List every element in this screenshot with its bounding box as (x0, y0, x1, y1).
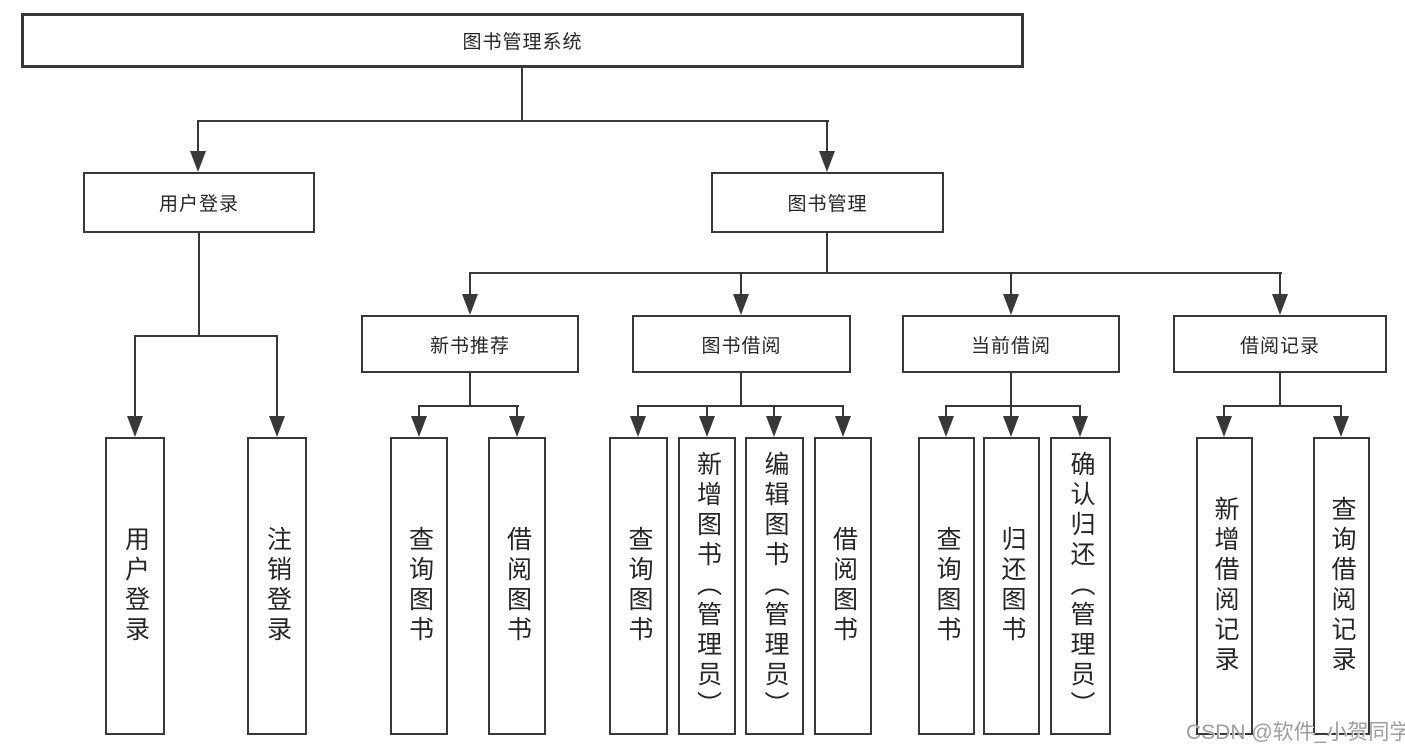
leaf-label: 注销登录 (263, 526, 292, 646)
arrow-down-icon (630, 416, 646, 437)
arrow-down-icon (1072, 416, 1088, 437)
connector-vertical (945, 405, 947, 419)
leaf-user-login: 用户登录 (105, 437, 165, 735)
leaf-query-books-2: 查询图书 (609, 437, 668, 735)
connector-horizontal (637, 405, 844, 407)
arrow-down-icon (819, 151, 835, 172)
connector-vertical (1079, 405, 1081, 419)
watermark-text: CSDN @软件_小贺同学 (1186, 721, 1405, 744)
connector-horizontal (469, 272, 1282, 274)
leaf-borrow-books-2: 借阅图书 (814, 437, 872, 735)
connector-vertical (1340, 405, 1342, 419)
leaf-label: 新增图书（管理员） (693, 451, 722, 721)
node-label: 当前借阅 (970, 335, 1051, 357)
node-book-borrowing: 图书借阅 (632, 315, 851, 373)
leaf-return-books: 归还图书 (983, 437, 1040, 735)
connector-horizontal (945, 405, 1081, 407)
arrow-down-icon (1272, 294, 1288, 315)
connector-vertical (1010, 405, 1012, 419)
node-library-system: 图书管理系统 (21, 13, 1024, 68)
leaf-label: 借阅图书 (503, 526, 532, 646)
arrow-down-icon (938, 416, 954, 437)
arrow-down-icon (1333, 416, 1349, 437)
leaf-confirm-return-admin: 确认归还（管理员） (1050, 437, 1111, 735)
connector-vertical (826, 233, 828, 274)
connector-horizontal (134, 335, 278, 337)
connector-vertical (740, 373, 742, 407)
node-label: 借阅记录 (1239, 335, 1320, 357)
arrow-down-icon (1003, 416, 1019, 437)
node-borrowing-records: 借阅记录 (1173, 315, 1387, 373)
connector-vertical (197, 120, 199, 153)
node-user-login: 用户登录 (83, 172, 315, 233)
leaf-label: 编辑图书（管理员） (761, 451, 789, 721)
connector-vertical (637, 405, 639, 419)
connector-vertical (740, 272, 742, 297)
connector-horizontal (197, 120, 829, 122)
node-label: 图书借阅 (701, 335, 782, 357)
leaf-add-borrow-record: 新增借阅记录 (1196, 437, 1253, 735)
leaf-label: 新增借阅记录 (1211, 496, 1239, 676)
leaf-label: 查询图书 (933, 526, 961, 646)
arrow-down-icon (835, 416, 851, 437)
connector-vertical (1223, 405, 1225, 419)
connector-horizontal (418, 405, 519, 407)
connector-vertical (1010, 272, 1012, 297)
leaf-add-books-admin: 新增图书（管理员） (678, 437, 736, 735)
arrow-down-icon (1216, 416, 1232, 437)
arrow-down-icon (190, 151, 206, 172)
leaf-logout: 注销登录 (247, 437, 307, 735)
leaf-label: 查询借阅记录 (1328, 496, 1356, 676)
node-label: 图书管理 (787, 194, 868, 215)
leaf-query-books-3: 查询图书 (918, 437, 975, 735)
connector-vertical (469, 272, 471, 297)
connector-vertical (773, 405, 775, 419)
arrow-down-icon (127, 416, 143, 437)
arrow-down-icon (1003, 294, 1019, 315)
leaf-label: 确认归还（管理员） (1067, 451, 1095, 721)
arrow-down-icon (462, 294, 478, 315)
connector-vertical (1010, 373, 1012, 407)
leaf-label: 借阅图书 (829, 526, 858, 646)
connector-vertical (706, 405, 708, 419)
connector-vertical (1279, 373, 1281, 407)
connector-vertical (276, 335, 278, 419)
leaf-query-books-1: 查询图书 (390, 437, 448, 735)
connector-vertical (842, 405, 844, 419)
node-current-borrowing: 当前借阅 (902, 315, 1120, 373)
node-label: 用户登录 (158, 194, 239, 215)
connector-vertical (469, 373, 471, 407)
connector-vertical (521, 68, 523, 122)
connector-vertical (1279, 272, 1281, 297)
leaf-label: 查询图书 (625, 526, 653, 646)
leaf-borrow-books-1: 借阅图书 (488, 437, 546, 735)
arrow-down-icon (766, 416, 782, 437)
arrow-down-icon (509, 416, 525, 437)
node-new-book-recommend: 新书推荐 (361, 315, 579, 373)
connector-vertical (516, 405, 518, 419)
connector-vertical (198, 233, 200, 337)
leaf-label: 查询图书 (405, 526, 434, 646)
leaf-label: 归还图书 (998, 526, 1026, 646)
node-book-management: 图书管理 (711, 172, 944, 233)
connector-vertical (418, 405, 420, 419)
arrow-down-icon (411, 416, 427, 437)
connector-horizontal (1223, 405, 1342, 407)
leaf-edit-books-admin: 编辑图书（管理员） (745, 437, 804, 735)
node-label: 图书管理系统 (462, 32, 583, 53)
arrow-down-icon (733, 294, 749, 315)
leaf-label: 用户登录 (121, 526, 150, 646)
arrow-down-icon (699, 416, 715, 437)
arrow-down-icon (269, 416, 285, 437)
leaf-query-borrow-record: 查询借阅记录 (1313, 437, 1370, 735)
connector-vertical (826, 120, 828, 153)
node-label: 新书推荐 (429, 335, 510, 357)
connector-vertical (134, 335, 136, 419)
